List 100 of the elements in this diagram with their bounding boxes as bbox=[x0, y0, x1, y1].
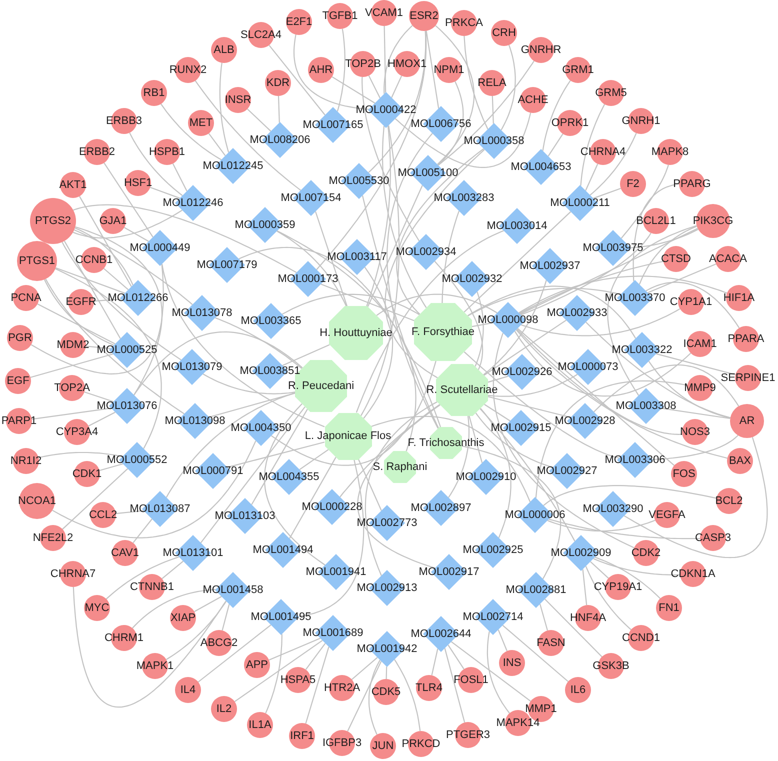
node-label: L. Japonicae Flos bbox=[304, 430, 392, 442]
link-line bbox=[282, 344, 330, 366]
node-label: PTGS2 bbox=[34, 214, 72, 228]
link-line bbox=[276, 230, 347, 306]
link-line bbox=[384, 149, 485, 378]
node-label: ACHE bbox=[518, 94, 548, 106]
node-label: MAPK8 bbox=[651, 146, 689, 158]
node-label: MOL003290 bbox=[582, 502, 644, 516]
node-label: MOL000791 bbox=[182, 464, 244, 478]
node-label: ESR2 bbox=[410, 10, 438, 22]
link-line bbox=[104, 162, 154, 238]
node-label: MOL007165 bbox=[302, 118, 364, 132]
link-line bbox=[194, 80, 302, 191]
target-circle bbox=[30, 198, 76, 244]
link-line bbox=[368, 75, 380, 98]
node-label: AKT1 bbox=[59, 178, 87, 192]
target-circle bbox=[671, 461, 697, 487]
node-label: MOL000552 bbox=[106, 454, 168, 466]
link-line bbox=[539, 604, 548, 631]
node-label: HNF4A bbox=[570, 612, 606, 624]
node-label: ABCG2 bbox=[200, 636, 238, 650]
node-label: MMP1 bbox=[525, 702, 557, 716]
node-label: MOL000422 bbox=[356, 104, 416, 116]
link-line bbox=[172, 163, 188, 192]
node-label: HSF1 bbox=[124, 176, 152, 190]
target-circle bbox=[141, 80, 167, 106]
link-line bbox=[265, 634, 282, 714]
node-label: R. Scutellariae bbox=[426, 384, 498, 396]
node-label: CTSD bbox=[661, 252, 691, 266]
link-line bbox=[74, 229, 193, 306]
link-line bbox=[652, 435, 738, 460]
link-line bbox=[299, 449, 329, 470]
link-line bbox=[594, 556, 661, 599]
target-circle bbox=[175, 677, 201, 703]
link-line bbox=[543, 485, 716, 506]
target-circle bbox=[265, 70, 291, 96]
link-line bbox=[30, 353, 114, 378]
target-circle bbox=[100, 208, 126, 234]
node-label: MOL001941 bbox=[306, 566, 366, 578]
node-label: MOL001458 bbox=[202, 584, 264, 596]
node-label: NFE2L2 bbox=[32, 532, 74, 544]
link-line bbox=[99, 463, 124, 472]
node-label: GSK3B bbox=[592, 660, 630, 672]
target-circle bbox=[663, 246, 689, 272]
link-line bbox=[270, 360, 436, 466]
node-label: TLR4 bbox=[416, 682, 442, 694]
target-circle bbox=[211, 37, 237, 63]
node-label: INSR bbox=[224, 94, 252, 106]
node-label: PTGS1 bbox=[18, 254, 56, 268]
node-label: PARP1 bbox=[1, 414, 37, 428]
node-label: FOSL1 bbox=[454, 674, 488, 686]
node-label: MOL000098 bbox=[478, 314, 538, 326]
link-line bbox=[116, 510, 144, 514]
node-label: PRKCD bbox=[402, 738, 440, 750]
target-circle bbox=[682, 419, 708, 445]
node-label: VEGFA bbox=[648, 508, 686, 522]
node-label: KDR bbox=[266, 76, 290, 90]
node-label: BCL2 bbox=[715, 494, 743, 508]
node-label: MOL012246 bbox=[162, 196, 224, 210]
node-label: APP bbox=[246, 658, 268, 672]
link-line bbox=[620, 164, 669, 239]
link-line bbox=[516, 329, 728, 459]
target-circle bbox=[90, 502, 116, 528]
link-line bbox=[251, 408, 308, 505]
node-label: MOL002932 bbox=[442, 272, 502, 286]
link-line bbox=[486, 631, 510, 714]
node-label: PIK3CG bbox=[692, 214, 734, 228]
node-label: CDKN1A bbox=[670, 568, 716, 580]
link-line bbox=[656, 353, 736, 376]
node-label: FN1 bbox=[658, 602, 680, 614]
link-line bbox=[396, 148, 484, 315]
node-label: CRH bbox=[492, 26, 516, 40]
link-line bbox=[438, 81, 464, 166]
node-label: F. Forsythiae bbox=[412, 326, 474, 338]
link-line bbox=[450, 641, 531, 702]
link-line bbox=[134, 331, 303, 396]
target-circle bbox=[538, 630, 564, 656]
link-line bbox=[129, 132, 183, 196]
node-label: MOL002917 bbox=[418, 566, 480, 578]
node-label: MOL004355 bbox=[258, 470, 320, 484]
link-line bbox=[37, 304, 116, 344]
link-line bbox=[75, 226, 163, 396]
node-label: ALB bbox=[214, 44, 234, 56]
link-line bbox=[94, 298, 122, 302]
node-label: MOL002909 bbox=[550, 546, 612, 560]
link-line bbox=[363, 266, 394, 419]
link-line bbox=[289, 456, 336, 539]
node-label: MYC bbox=[84, 602, 110, 614]
link-line bbox=[472, 322, 493, 328]
link-line bbox=[520, 308, 680, 336]
link-line bbox=[647, 264, 716, 294]
node-label: R. Peucedani bbox=[288, 380, 354, 392]
link-line bbox=[646, 282, 740, 328]
link-line bbox=[630, 228, 698, 248]
link-line bbox=[662, 408, 730, 420]
node-label: MOL001942 bbox=[356, 642, 418, 656]
node-label: MOL003014 bbox=[486, 220, 548, 232]
node-label: GNRH1 bbox=[622, 114, 660, 128]
link-line bbox=[162, 560, 184, 580]
node-label: MOL003117 bbox=[327, 250, 387, 264]
